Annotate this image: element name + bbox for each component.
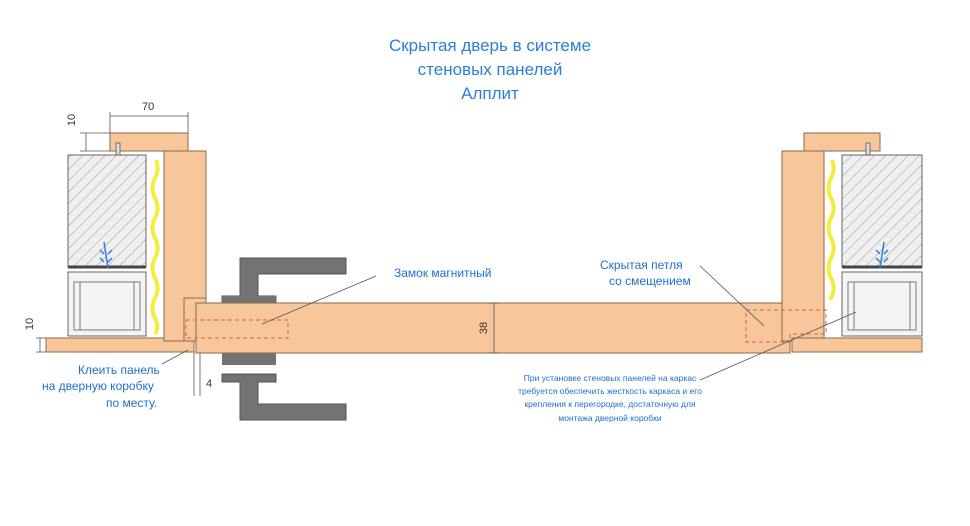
left-glue-line xyxy=(150,159,160,336)
note-line-4: монтажа дверной коробки xyxy=(558,413,662,423)
right-frame-cap xyxy=(803,132,881,152)
left-screw xyxy=(115,142,121,156)
handle-rose-top xyxy=(222,296,276,306)
dim-top-10-label: 10 xyxy=(66,113,79,127)
handle-rose-bottom xyxy=(222,353,276,365)
title-line-1: Скрытая дверь в системе xyxy=(388,36,592,55)
left-profile-inner xyxy=(73,281,141,331)
magnetic-lock-outline xyxy=(185,319,289,339)
hinge-label-line-1: Скрытая петля xyxy=(600,258,683,272)
glue-label-line-1: Клеить панель xyxy=(78,363,160,377)
right-profile-inner xyxy=(847,281,917,331)
right-wall-hatched xyxy=(841,154,923,268)
right-bottom-panel xyxy=(791,337,923,353)
title-line-2: стеновых панелей xyxy=(417,60,563,79)
left-frame-cap xyxy=(109,132,189,152)
dim-4-label: 4 xyxy=(206,378,213,390)
dim-bottom-10-label: 10 xyxy=(24,317,37,331)
left-metal-profile xyxy=(67,271,147,337)
glue-label-line-2: на дверную коробку xyxy=(42,379,154,393)
hinge-label-line-2: со смещением xyxy=(609,274,691,288)
note-line-3: крепления к перегородке, достаточную для xyxy=(524,399,696,409)
right-metal-profile xyxy=(841,271,923,337)
note-line-1: При установке стеновых панелей на каркас xyxy=(523,373,697,383)
right-screw xyxy=(865,142,871,156)
dim-70-label: 70 xyxy=(142,101,155,113)
right-anchor xyxy=(875,241,889,269)
left-wall-hatched xyxy=(67,154,147,268)
note-line-2: требуется обеспечить жесткость каркаса и… xyxy=(518,386,702,396)
dim-38-label: 38 xyxy=(478,321,491,335)
right-frame-post xyxy=(781,150,825,342)
hinge-leader xyxy=(699,265,765,327)
glue-leader xyxy=(161,349,189,365)
lock-leader xyxy=(261,275,377,325)
left-bottom-panel xyxy=(45,337,195,353)
glue-label-line-3: по месту. xyxy=(106,396,158,410)
title-line-3: Алплит xyxy=(461,84,519,103)
left-anchor xyxy=(99,241,113,269)
note-leader xyxy=(699,311,857,381)
lock-label: Замок магнитный xyxy=(394,266,492,280)
right-glue-line xyxy=(826,159,836,302)
door-leaf xyxy=(195,302,791,354)
hidden-hinge-outline xyxy=(745,309,827,343)
